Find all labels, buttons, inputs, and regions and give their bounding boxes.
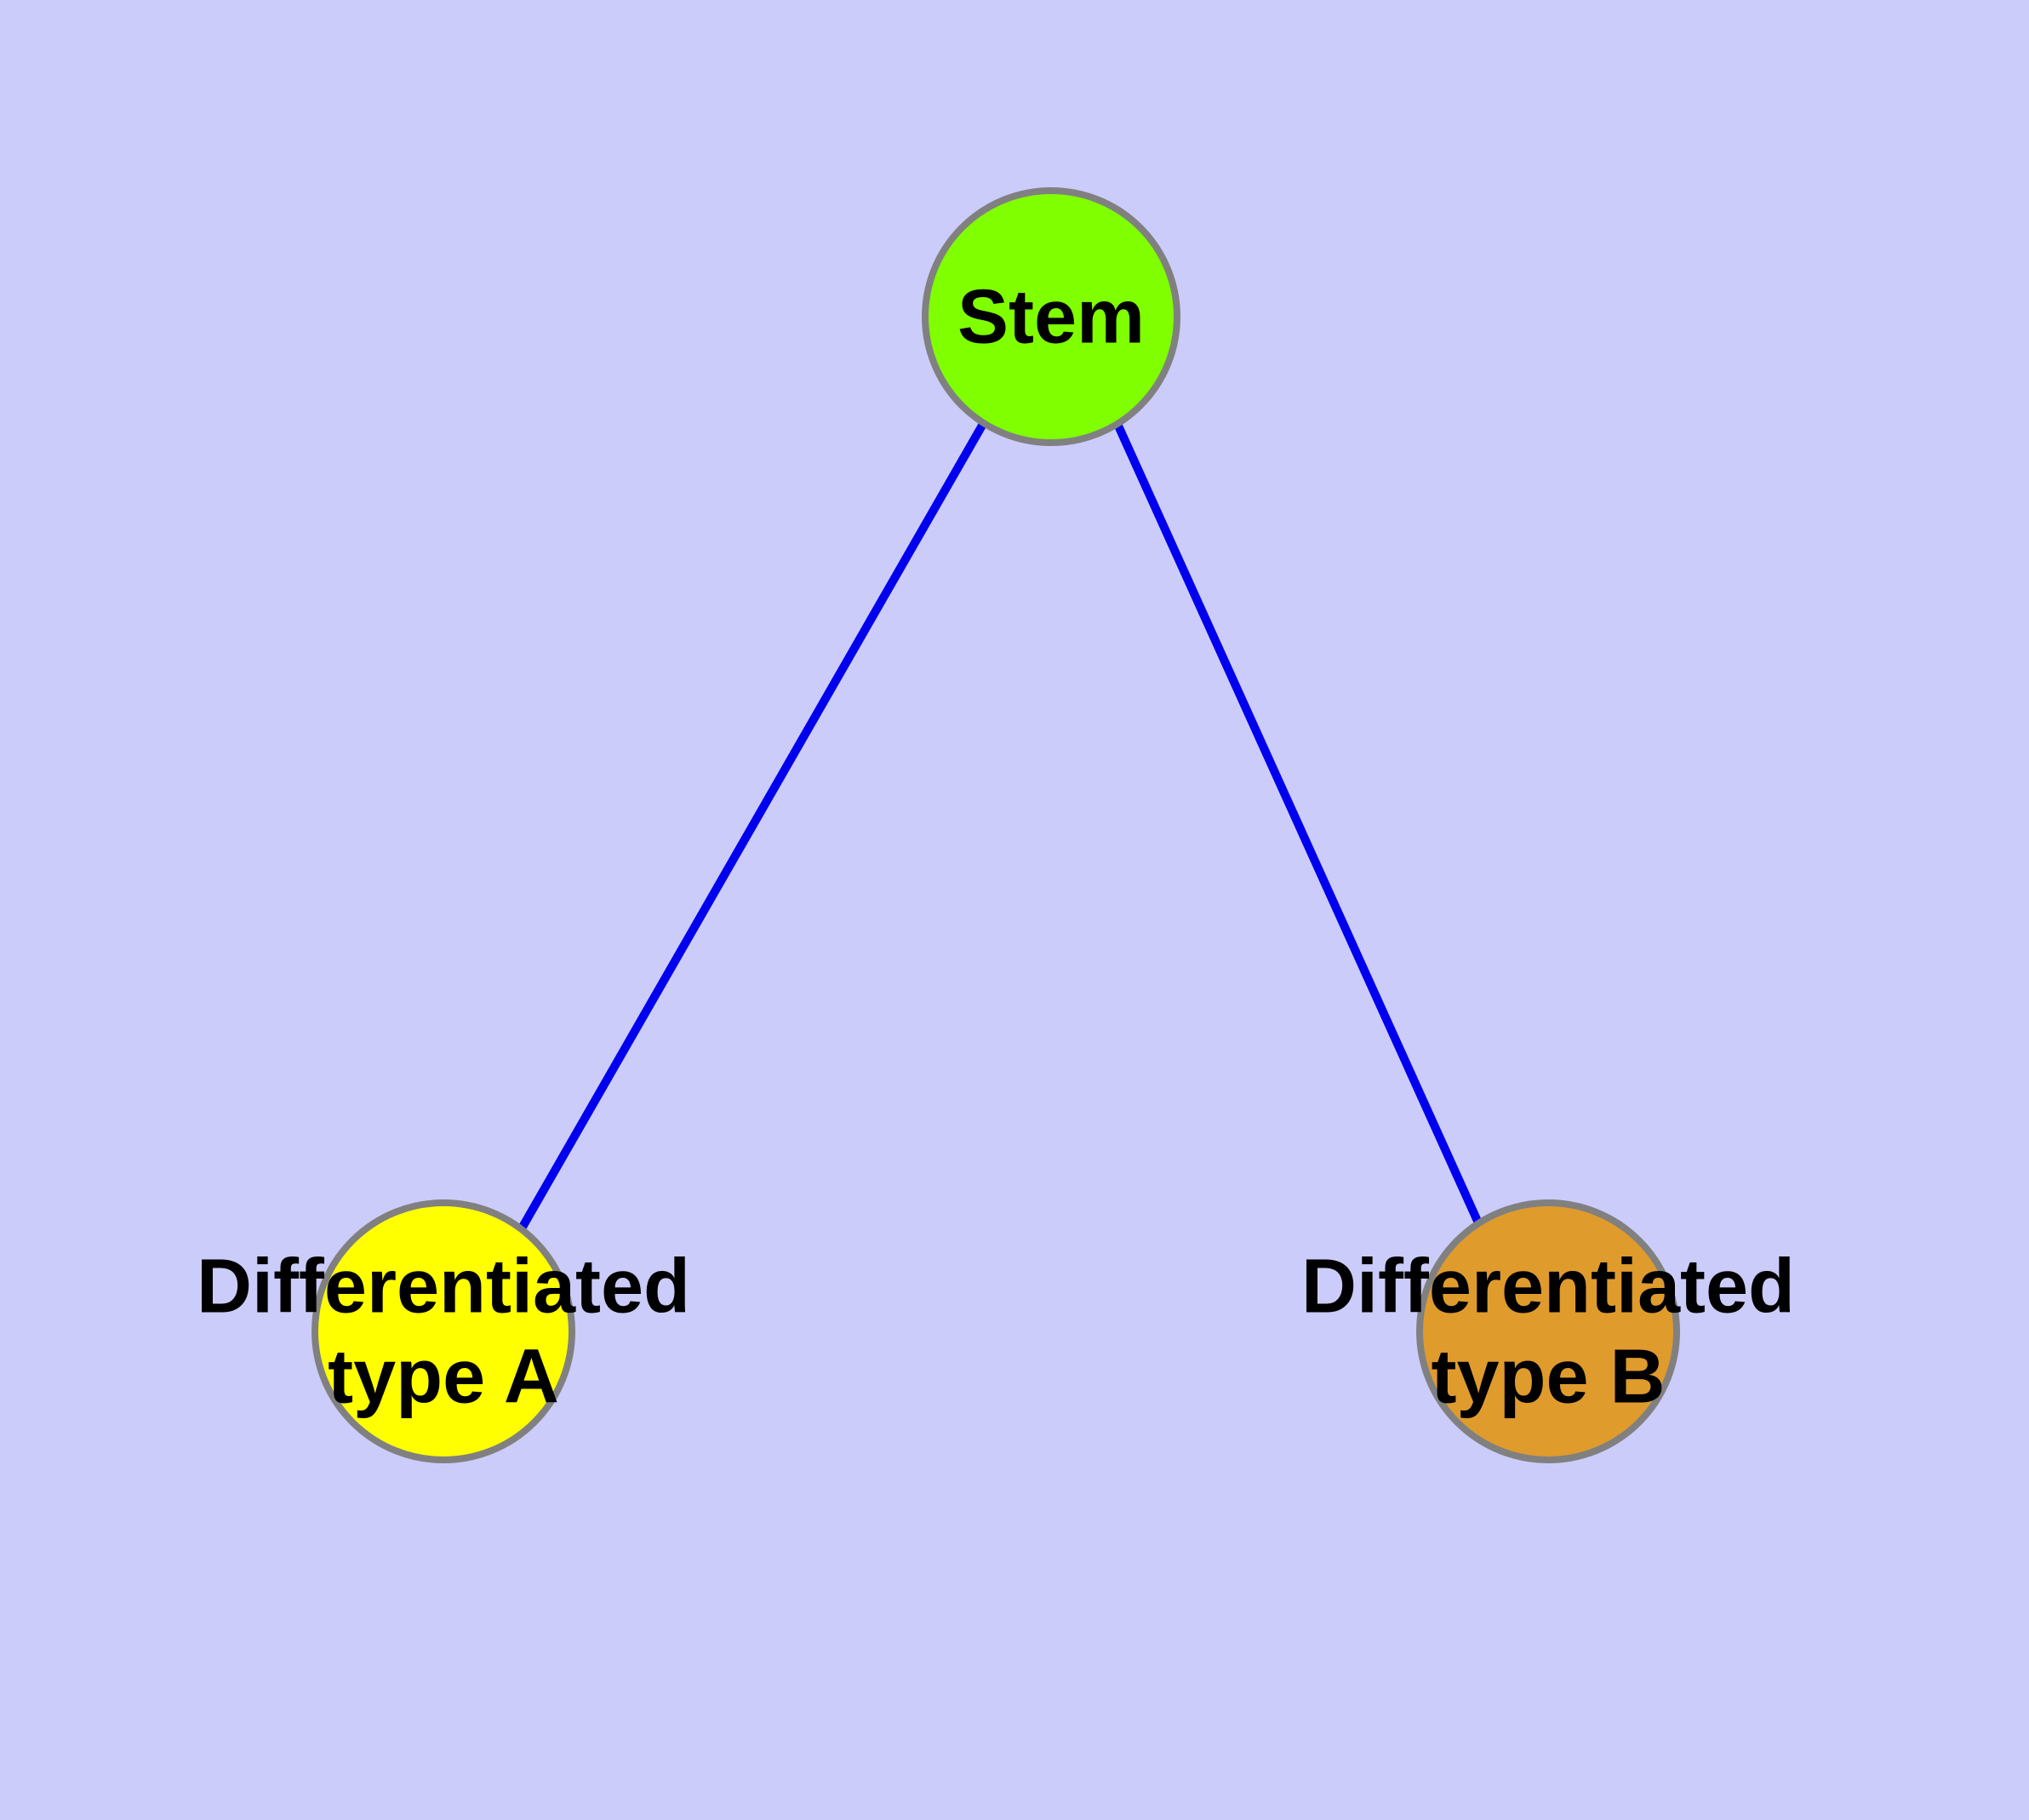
node-label-stem: Stem: [957, 275, 1145, 360]
node-label-line: type A: [328, 1335, 559, 1420]
edge-stem-to-differentiated-type-b[interactable]: [1113, 421, 1484, 1229]
node-label-line: Stem: [957, 275, 1145, 360]
node-stem[interactable]: Stem: [922, 187, 1180, 446]
node-label-line: type B: [1431, 1335, 1665, 1420]
node-circle-differentiated-type-a[interactable]: [311, 1199, 575, 1463]
edges-layer: [517, 421, 1484, 1231]
edge-stem-to-differentiated-type-a[interactable]: [517, 421, 987, 1231]
node-label-line: Differentiated: [197, 1245, 690, 1330]
node-label-line: Differentiated: [1301, 1245, 1795, 1330]
node-circle-differentiated-type-b[interactable]: [1416, 1199, 1680, 1463]
node-circle-stem[interactable]: [922, 187, 1180, 446]
